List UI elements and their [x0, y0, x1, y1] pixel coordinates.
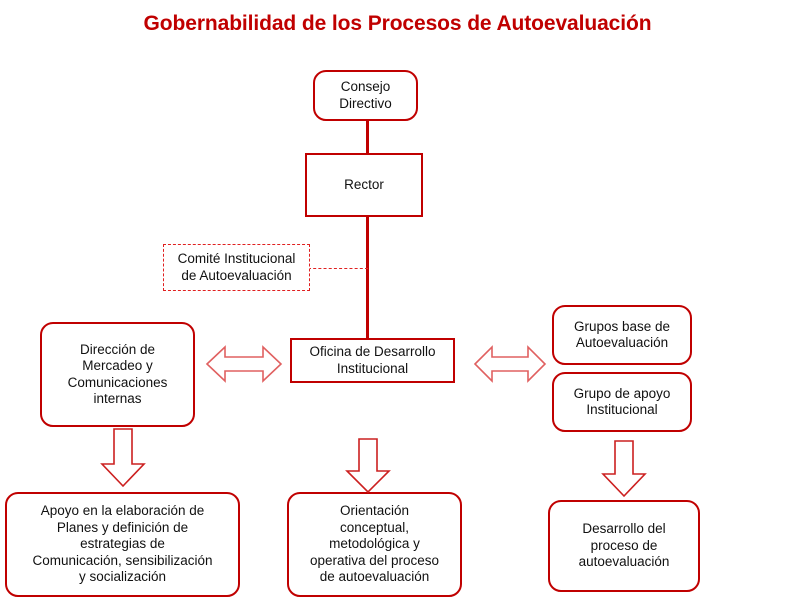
node-desarrollo-proceso[interactable]: Desarrollo del proceso de autoevaluación: [548, 500, 700, 592]
node-direccion-mercadeo[interactable]: Dirección de Mercadeo y Comunicaciones i…: [40, 322, 195, 427]
double-headed-arrow-right-icon: [473, 345, 547, 383]
page-title: Gobernabilidad de los Procesos de Autoev…: [143, 12, 652, 35]
connector-rector-to-oficina: [366, 216, 369, 340]
node-grupo-apoyo[interactable]: Grupo de apoyo Institucional: [552, 372, 692, 432]
node-consejo-directivo[interactable]: Consejo Directivo: [313, 70, 418, 121]
down-arrow-oficina-icon: [345, 438, 391, 494]
node-grupos-base[interactable]: Grupos base de Autoevaluación: [552, 305, 692, 365]
connector-consejo-to-rector: [366, 119, 369, 155]
node-comite-institucional[interactable]: Comité Institucional de Autoevaluación: [163, 244, 310, 291]
node-rector[interactable]: Rector: [305, 153, 423, 217]
connector-comite-to-trunk: [308, 268, 368, 269]
node-orientacion-conceptual[interactable]: Orientación conceptual, metodológica y o…: [287, 492, 462, 597]
node-apoyo-elaboracion[interactable]: Apoyo en la elaboración de Planes y defi…: [5, 492, 240, 597]
double-headed-arrow-left-icon: [205, 345, 283, 383]
node-oficina-desarrollo[interactable]: Oficina de Desarrollo Institucional: [290, 338, 455, 383]
down-arrow-direccion-icon: [100, 428, 146, 488]
down-arrow-grupo-icon: [601, 440, 647, 498]
